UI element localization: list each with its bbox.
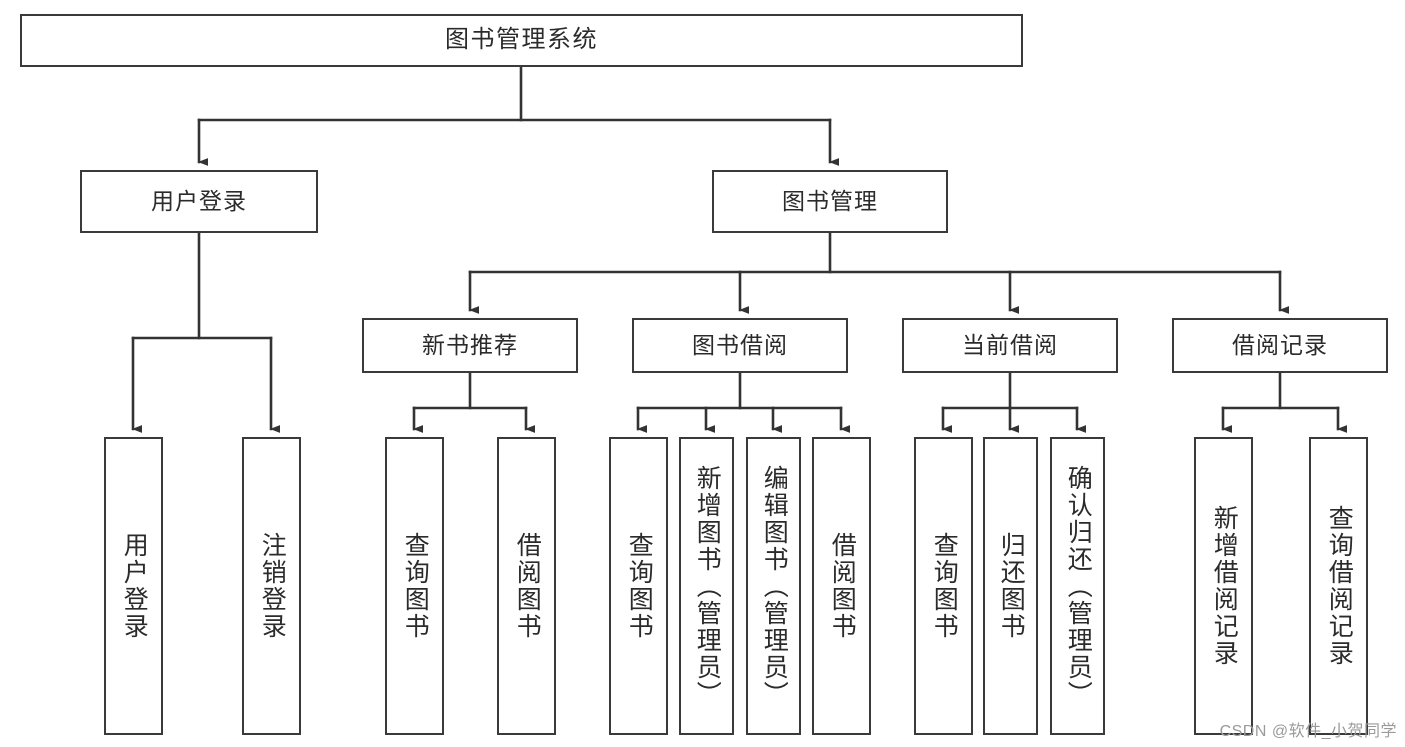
node-leaf-query-book-recommend[interactable]: 查询图书 <box>385 437 444 735</box>
node-leaf-borrow-book-borrow[interactable]: 借阅图书 <box>812 437 871 735</box>
node-label: 归还图书 <box>997 532 1026 640</box>
node-leaf-confirm-return-admin[interactable]: 确认归还（管理员） <box>1050 437 1105 735</box>
node-label: 新增图书（管理员） <box>693 464 722 708</box>
node-label: 确认归还（管理员） <box>1064 464 1093 708</box>
node-root-book-management-system[interactable]: 图书管理系统 <box>20 14 1023 67</box>
node-leaf-borrow-book-recommend[interactable]: 借阅图书 <box>497 437 556 735</box>
node-book-management[interactable]: 图书管理 <box>712 170 948 233</box>
node-label: 图书管理 <box>782 187 878 214</box>
node-label: 图书管理系统 <box>445 26 598 54</box>
node-label: 查询图书 <box>625 532 654 640</box>
node-label: 当前借阅 <box>962 331 1058 358</box>
node-leaf-add-book-admin[interactable]: 新增图书（管理员） <box>679 437 734 735</box>
node-current-borrowing[interactable]: 当前借阅 <box>902 318 1118 373</box>
node-label: 借阅记录 <box>1232 331 1328 358</box>
node-leaf-query-book-borrow[interactable]: 查询图书 <box>609 437 668 735</box>
node-new-book-recommendation[interactable]: 新书推荐 <box>362 318 578 373</box>
node-label: 图书借阅 <box>692 331 788 358</box>
node-label: 借阅图书 <box>828 532 857 640</box>
csdn-watermark: CSDN @软件_小贺同学 <box>1219 723 1397 740</box>
node-label: 用户登录 <box>120 532 149 640</box>
node-label: 新增借阅记录 <box>1210 505 1239 667</box>
node-label: 新书推荐 <box>422 331 518 358</box>
node-label: 注销登录 <box>258 532 287 640</box>
node-leaf-edit-book-admin[interactable]: 编辑图书（管理员） <box>746 437 801 735</box>
node-leaf-logout[interactable]: 注销登录 <box>242 437 301 735</box>
node-label: 查询图书 <box>401 532 430 640</box>
node-label: 用户登录 <box>151 187 247 214</box>
node-leaf-query-borrow-record[interactable]: 查询借阅记录 <box>1309 437 1368 735</box>
node-label: 查询借阅记录 <box>1325 505 1354 667</box>
node-book-borrowing[interactable]: 图书借阅 <box>632 318 848 373</box>
node-leaf-query-book-current[interactable]: 查询图书 <box>914 437 973 735</box>
node-leaf-return-book[interactable]: 归还图书 <box>983 437 1038 735</box>
node-user-login[interactable]: 用户登录 <box>80 170 318 233</box>
node-leaf-user-login[interactable]: 用户登录 <box>104 437 163 735</box>
node-borrowing-record[interactable]: 借阅记录 <box>1172 318 1388 373</box>
node-label: 借阅图书 <box>513 532 542 640</box>
node-label: 查询图书 <box>930 532 959 640</box>
node-label: 编辑图书（管理员） <box>760 464 789 708</box>
node-leaf-add-borrow-record[interactable]: 新增借阅记录 <box>1194 437 1253 735</box>
